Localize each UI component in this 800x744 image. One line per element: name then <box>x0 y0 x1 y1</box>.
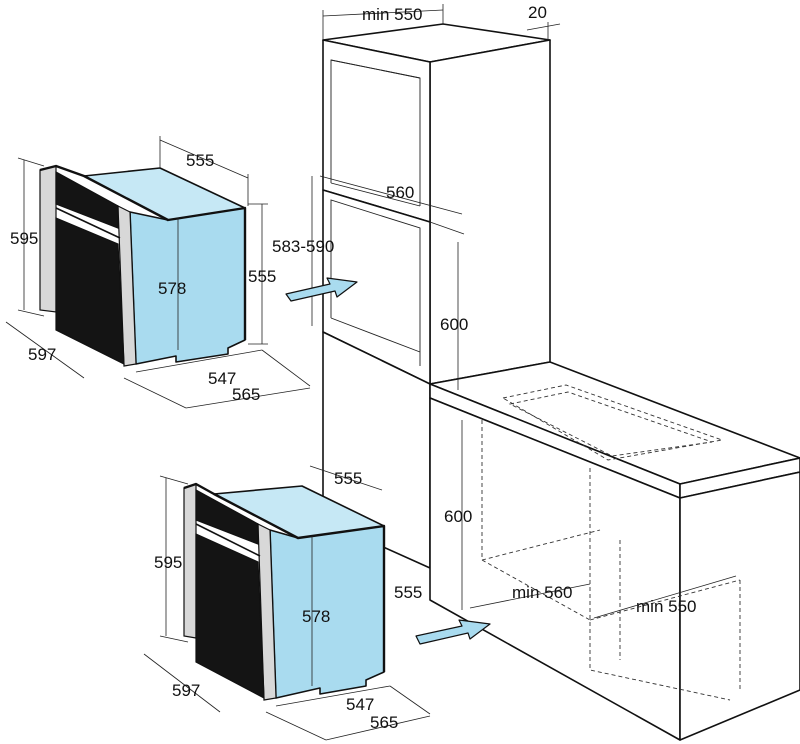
insert-arrow-top-icon <box>285 277 358 302</box>
label-oven-bottom-body-height: 578 <box>302 607 330 626</box>
label-oven-top-depth-547: 547 <box>208 369 236 388</box>
label-oven-bottom-width: 597 <box>172 681 200 700</box>
label-under-counter-width: min 550 <box>636 597 696 616</box>
label-oven-bottom-height: 595 <box>154 553 182 572</box>
label-top-gap: 20 <box>528 3 547 22</box>
insert-arrow-bottom-icon <box>415 619 491 645</box>
label-cabinet-side-height: 555 <box>394 583 422 602</box>
label-oven-top-width: 597 <box>28 345 56 364</box>
label-niche-height-lower: 600 <box>444 507 472 526</box>
oven-bottom <box>183 482 386 701</box>
label-oven-top-side-height: 555 <box>248 267 276 286</box>
label-under-counter-depth: min 560 <box>512 583 572 602</box>
oven-top-dimensions <box>5 136 311 409</box>
label-oven-top-depth-top: 555 <box>186 151 214 170</box>
label-top-min-width: min 550 <box>362 5 422 24</box>
label-oven-top-body-height: 578 <box>158 279 186 298</box>
label-oven-top-height: 595 <box>10 229 38 248</box>
oven-top <box>39 164 247 367</box>
label-niche-height-upper: 600 <box>440 315 468 334</box>
label-niche-depth: 560 <box>386 183 414 202</box>
cabinet-dimensions <box>309 4 737 619</box>
label-niche-width-lower: 555 <box>334 469 362 488</box>
label-niche-height-range: 583-590 <box>272 237 334 256</box>
counter-cabinet <box>429 361 800 741</box>
oven-bottom-dimensions <box>143 475 431 741</box>
label-oven-bottom-depth-547: 547 <box>346 695 374 714</box>
label-oven-top-depth-565: 565 <box>232 385 260 404</box>
label-oven-bottom-depth-565: 565 <box>370 713 398 732</box>
